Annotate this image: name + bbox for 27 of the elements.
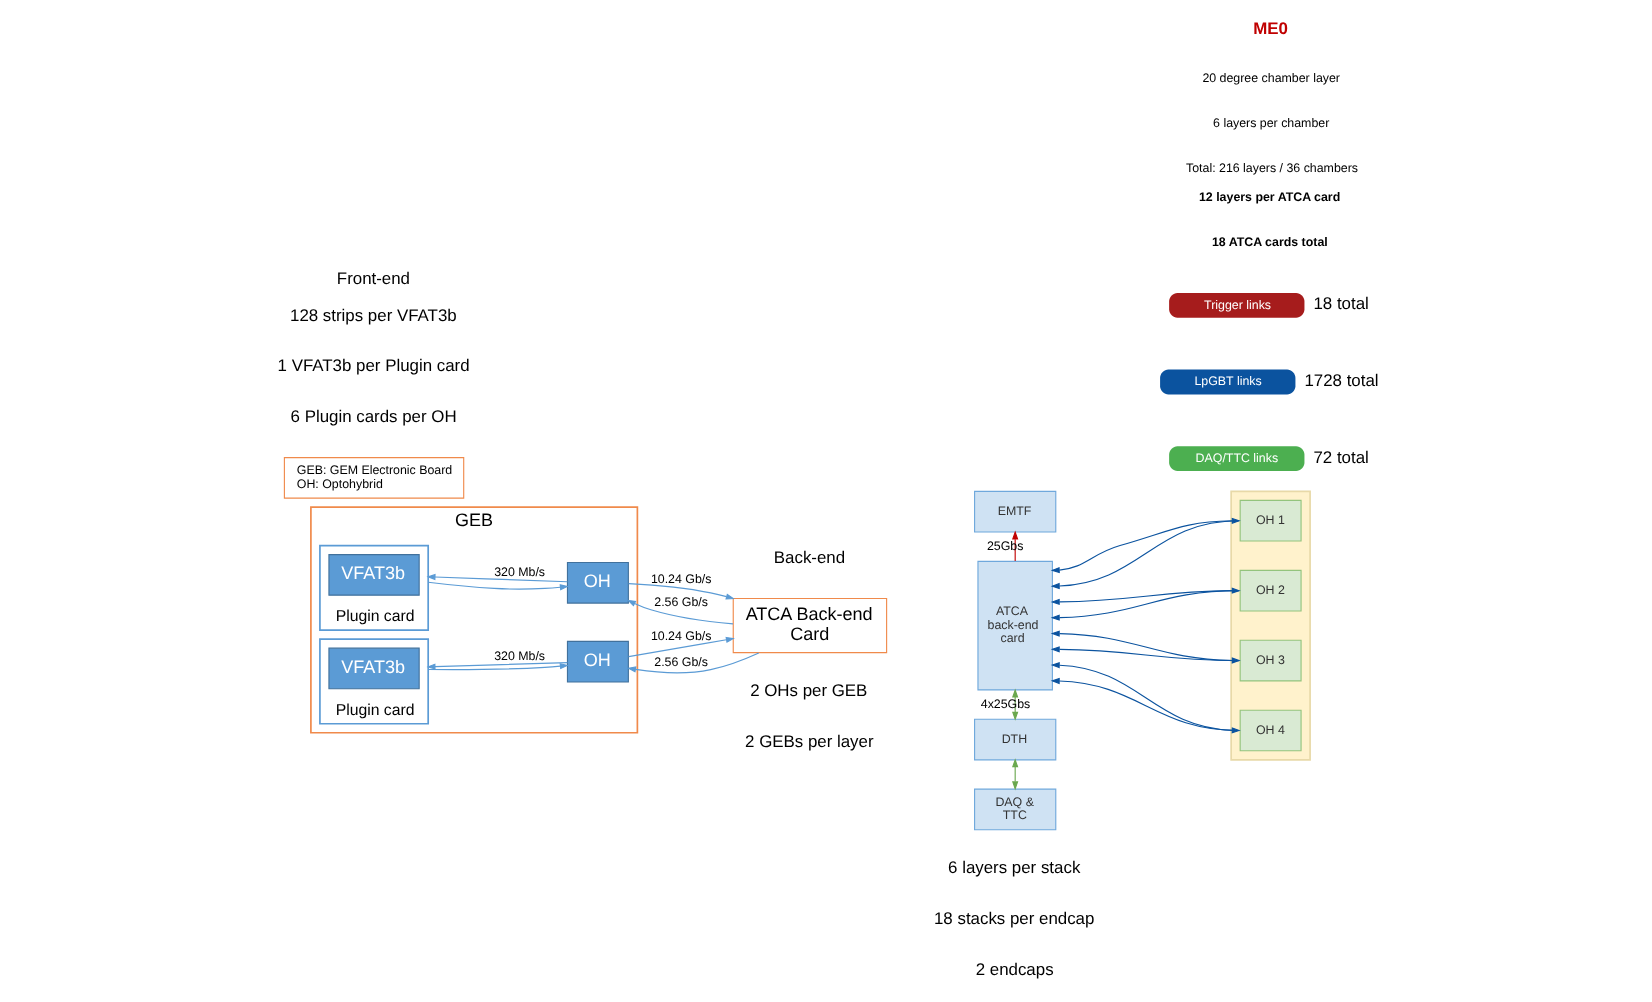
label: 2 GEBs per layer xyxy=(745,730,874,751)
node-box: OH xyxy=(566,640,629,683)
node-label: 1728 total xyxy=(1304,369,1379,390)
label: 2 endcaps xyxy=(975,958,1054,979)
node-label: 18 total xyxy=(1313,293,1369,314)
node-label: 72 total xyxy=(1313,446,1369,467)
label: 1 VFAT3b per Plugin card xyxy=(277,355,470,376)
node-box: VFAT3b xyxy=(328,554,420,596)
arrow xyxy=(1050,520,1240,590)
arrow xyxy=(627,652,760,674)
label: 6 Plugin cards per OH xyxy=(290,406,457,427)
arrow xyxy=(426,573,568,583)
label: 128 strips per VFAT3b xyxy=(290,304,457,325)
node-box: OH xyxy=(566,561,629,604)
arrow xyxy=(628,636,735,658)
node-box: ATCA Back-end Card xyxy=(732,598,888,654)
label: Front-end xyxy=(336,268,411,289)
label: ME0 xyxy=(1253,18,1288,39)
arrow xyxy=(1050,590,1240,621)
arrow xyxy=(427,581,569,591)
node-box: VFAT3b xyxy=(328,647,420,690)
label: 2 OHs per GEB xyxy=(750,680,868,701)
arrow xyxy=(628,583,735,600)
label: Back-end xyxy=(773,547,846,568)
label: 18 stacks per endcap xyxy=(933,907,1095,928)
arrow xyxy=(626,599,734,625)
label: 6 layers per stack xyxy=(948,857,1081,878)
